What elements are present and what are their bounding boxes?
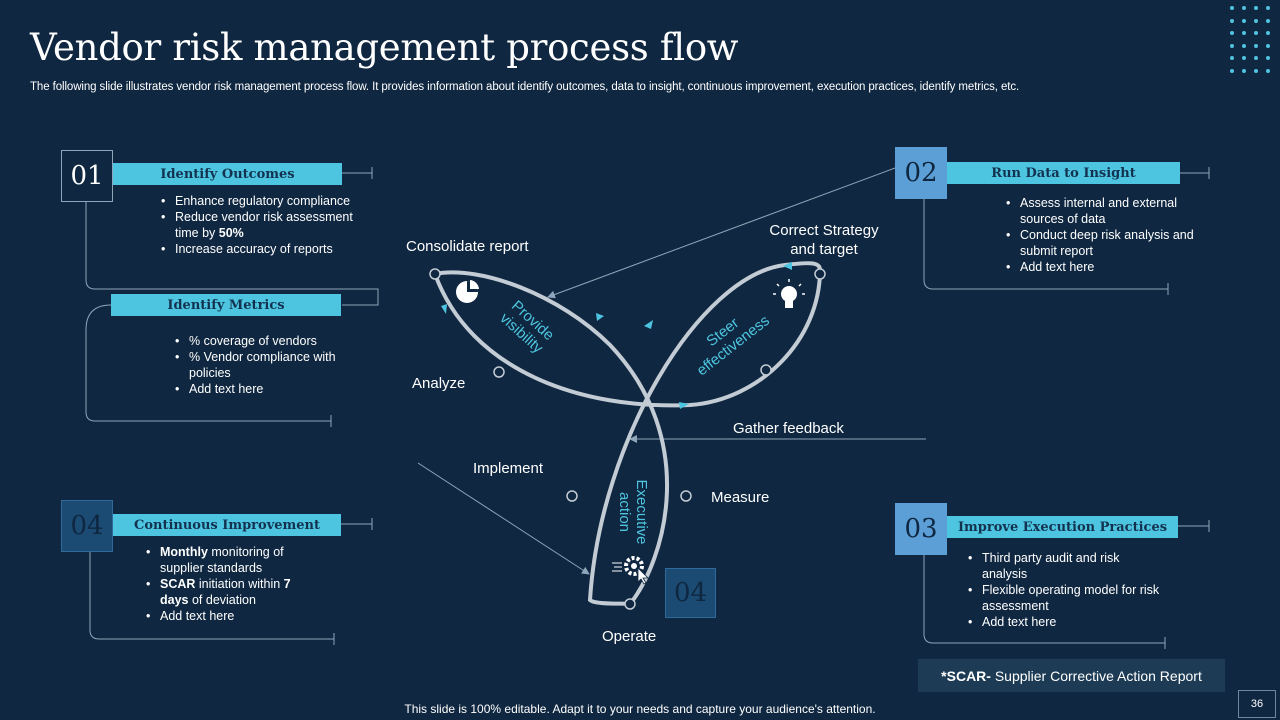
flow-arrows: [441, 262, 792, 409]
list-item: Increase accuracy of reports: [157, 241, 372, 257]
bracket-improve-execution: [923, 553, 1166, 649]
lightbulb-icon: [773, 279, 805, 308]
list-continuous-improvement: Monthly monitoring of supplier standards…: [142, 544, 312, 624]
pie-chart-icon: [456, 280, 479, 303]
list-item: Assess internal and external sources of …: [1002, 195, 1217, 227]
number-box-02: 02: [895, 147, 947, 199]
list-item: % coverage of vendors: [171, 333, 336, 349]
bracket-lines: [85, 167, 1210, 649]
list-item: Monthly monitoring of supplier standards: [142, 544, 312, 576]
list-item: Enhance regulatory compliance: [157, 193, 372, 209]
label-executive-action: Executive action: [616, 479, 650, 545]
label-operate: Operate: [602, 628, 657, 645]
list-item: Third party audit and risk analysis: [964, 550, 1164, 582]
list-item: Add text here: [142, 608, 312, 624]
list-identify-outcomes: Enhance regulatory compliance Reduce ven…: [157, 193, 372, 257]
page-number: 36: [1238, 690, 1276, 718]
bracket-identify-metrics: [85, 304, 332, 427]
list-item: Add text here: [964, 614, 1164, 630]
label-measure: Measure: [711, 489, 770, 506]
list-item: Conduct deep risk analysis and submit re…: [1002, 227, 1217, 259]
loop-nodes: [429, 268, 826, 610]
list-identify-metrics: % coverage of vendors % Vendor complianc…: [171, 333, 336, 397]
number-box-01: 01: [61, 150, 113, 202]
page-subtitle: The following slide illustrates vendor r…: [30, 81, 1020, 93]
scar-prefix: *SCAR-: [941, 667, 991, 684]
number-box-04: 04: [61, 500, 113, 552]
list-run-data-to-insight: Assess internal and external sources of …: [1002, 195, 1217, 275]
list-item: % Vendor compliance with policies: [171, 349, 336, 381]
number-box-03: 03: [895, 503, 947, 555]
footer-text: This slide is 100% editable. Adapt it to…: [404, 702, 876, 716]
list-item: Flexible operating model for risk assess…: [964, 582, 1164, 614]
pointer-arrow-02: [547, 167, 896, 299]
heading-identify-metrics: Identify Metrics: [111, 294, 341, 316]
gear-cursor-icon: [612, 556, 649, 585]
label-implement: Implement: [473, 460, 544, 477]
heading-identify-outcomes: Identify Outcomes: [113, 163, 342, 185]
heading-continuous-improvement: Continuous Improvement: [113, 514, 341, 536]
label-consolidate-report: Consolidate report: [406, 238, 529, 255]
bracket-run-data: [923, 198, 1169, 295]
list-item: Add text here: [171, 381, 336, 397]
heading-run-data-to-insight: Run Data to Insight: [947, 162, 1180, 184]
center-number-box-04: 04: [665, 568, 716, 618]
scar-note: *SCAR- Supplier Corrective Action Report: [918, 659, 1225, 692]
label-correct-strategy: Correct Strategy and target: [769, 222, 879, 258]
dot-grid-decoration: [1226, 2, 1274, 86]
scar-text: Supplier Corrective Action Report: [990, 667, 1202, 684]
page-title: Vendor risk management process flow: [30, 26, 739, 69]
bracket-identify-outcomes: [85, 202, 379, 306]
label-analyze: Analyze: [412, 375, 466, 392]
list-item: SCAR initiation within 7 days of deviati…: [142, 576, 312, 608]
label-gather-feedback: Gather feedback: [733, 420, 844, 437]
list-item: Add text here: [1002, 259, 1217, 275]
bracket-continuous-improvement: [89, 550, 335, 645]
list-item: Reduce vendor risk assessment time by 50…: [157, 209, 372, 241]
list-improve-execution-practices: Third party audit and risk analysis Flex…: [964, 550, 1164, 630]
pointer-arrow-04: [417, 462, 590, 575]
heading-improve-execution-practices: Improve Execution Practices: [947, 516, 1178, 538]
